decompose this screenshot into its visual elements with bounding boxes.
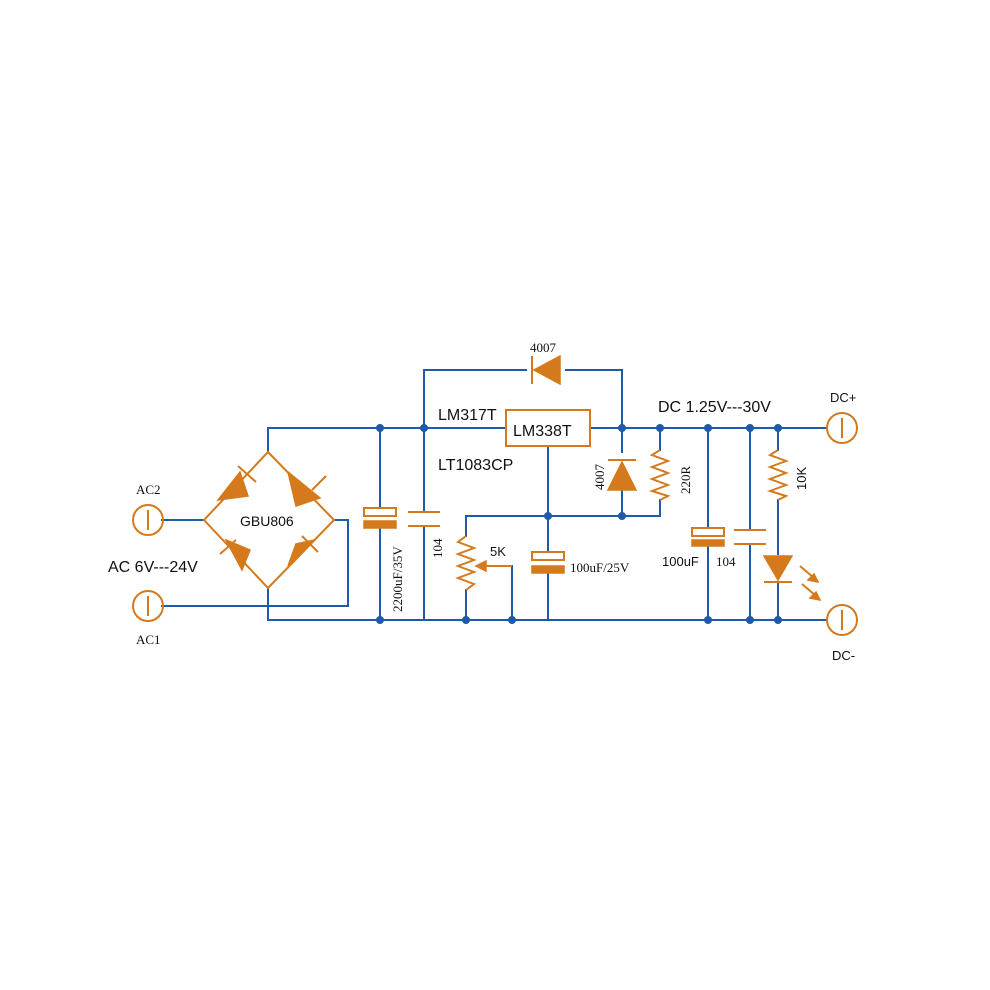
bridge-diode-bar <box>311 475 327 491</box>
label-cap-104-out: 104 <box>716 554 736 569</box>
pot-wiper-arrow <box>474 559 487 573</box>
potentiometer-5k <box>455 535 512 591</box>
diode-icon <box>532 354 561 386</box>
terminal-ring <box>132 590 164 622</box>
cap-plate-open <box>363 507 397 517</box>
wire-pot <box>465 515 513 621</box>
label-diode-top: 4007 <box>530 340 557 355</box>
terminal-ring <box>826 412 858 444</box>
junction <box>704 616 712 624</box>
bridge-rectifier <box>202 450 336 590</box>
junction <box>774 616 782 624</box>
terminal-dc-plus <box>826 412 858 444</box>
junction <box>746 616 754 624</box>
bridge-diode-icon <box>287 538 317 567</box>
regulator-box <box>505 409 591 447</box>
resistor-10k <box>766 449 789 501</box>
label-cap-100uf-out: 100uF <box>662 554 699 569</box>
bridge-diode-icon <box>286 470 322 507</box>
capacitor-104-input <box>408 511 440 527</box>
capacitor-100uf-output <box>691 527 725 547</box>
terminal-ac2 <box>132 504 164 536</box>
label-ac2: AC2 <box>136 482 161 497</box>
label-res-220: 220R <box>678 466 693 495</box>
wires <box>161 369 827 621</box>
capacitor-104-output <box>734 529 766 545</box>
bridge-diode-bar <box>219 539 237 555</box>
pot-body <box>455 535 477 591</box>
label-pot: 5K <box>490 544 506 559</box>
wire-ac1 <box>161 519 349 607</box>
label-cap-adj: 100uF/25V <box>570 560 630 575</box>
label-cap-104-in: 104 <box>430 538 445 558</box>
resistor-220r <box>648 449 671 501</box>
junction <box>462 616 470 624</box>
cap-plate-solid <box>691 539 725 547</box>
junction <box>544 512 552 520</box>
wire-bypass-diode <box>423 369 623 429</box>
label-lt1083: LT1083CP <box>438 457 513 474</box>
junction <box>746 424 754 432</box>
junction <box>774 424 782 432</box>
terminal-ring <box>132 504 164 536</box>
terminal-ac1 <box>132 590 164 622</box>
cap-plate-solid <box>531 565 565 574</box>
label-dc-minus: DC- <box>832 648 855 663</box>
led-ray-arrow-icon <box>806 572 820 584</box>
label-ac1: AC1 <box>136 632 161 647</box>
label-diode-mid: 4007 <box>592 464 607 491</box>
label-cap-2200: 2200uF/35V <box>390 546 405 612</box>
junction <box>656 424 664 432</box>
junction <box>618 512 626 520</box>
terminal-dc-minus <box>826 604 858 636</box>
label-bridge: GBU806 <box>240 513 294 529</box>
label-ac-range: AC 6V---24V <box>108 559 198 576</box>
bridge-diode-bar <box>237 465 257 483</box>
cap-plate-open <box>531 551 565 561</box>
junction <box>704 424 712 432</box>
label-dc-plus: DC+ <box>830 390 856 405</box>
diode-icon <box>606 460 638 491</box>
label-res-10k: 10K <box>794 467 809 490</box>
junction <box>618 424 626 432</box>
bridge-diode-icon <box>224 538 251 572</box>
terminal-ring <box>826 604 858 636</box>
junction <box>508 616 516 624</box>
cap-plate-solid <box>363 520 397 529</box>
bridge-diode-icon <box>216 470 249 501</box>
led-ray-arrow-icon <box>808 590 822 602</box>
diode-4007-mid <box>606 459 638 491</box>
junction <box>420 424 428 432</box>
junction <box>376 424 384 432</box>
junction <box>376 616 384 624</box>
bridge-diode-bar <box>301 535 319 553</box>
led-indicator <box>762 555 822 602</box>
label-dc-range: DC 1.25V---30V <box>658 399 771 416</box>
led-icon <box>762 555 794 582</box>
cap-plate-open <box>691 527 725 537</box>
capacitor-2200uf <box>363 507 397 529</box>
diode-4007-top <box>531 354 561 386</box>
capacitor-100uf-adj <box>531 551 565 574</box>
label-lm338: LM338T <box>513 423 572 440</box>
junctions <box>376 424 782 624</box>
label-lm317: LM317T <box>438 407 497 424</box>
